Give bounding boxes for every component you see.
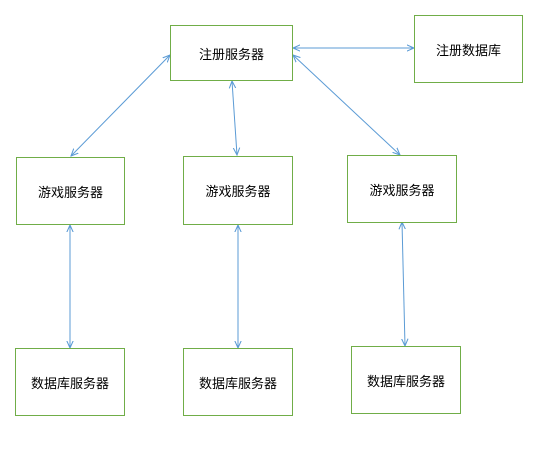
game-server-2-node: 游戏服务器: [183, 156, 293, 225]
db-server-3-node: 数据库服务器: [351, 346, 461, 414]
db-server-1-node: 数据库服务器: [15, 348, 125, 416]
db-server-2-node: 数据库服务器: [183, 348, 293, 416]
edge-register-server-game-server-2: [232, 81, 237, 155]
edge-register-server-game-server-3: [293, 55, 400, 155]
edge-register-server-game-server-1: [71, 55, 170, 156]
edge-game-server-3-db-server-3: [402, 222, 405, 346]
game-server-3-node: 游戏服务器: [347, 155, 457, 223]
register-server-node: 注册服务器: [170, 25, 293, 81]
game-server-1-node: 游戏服务器: [16, 157, 125, 225]
register-db-node: 注册数据库: [414, 15, 523, 83]
